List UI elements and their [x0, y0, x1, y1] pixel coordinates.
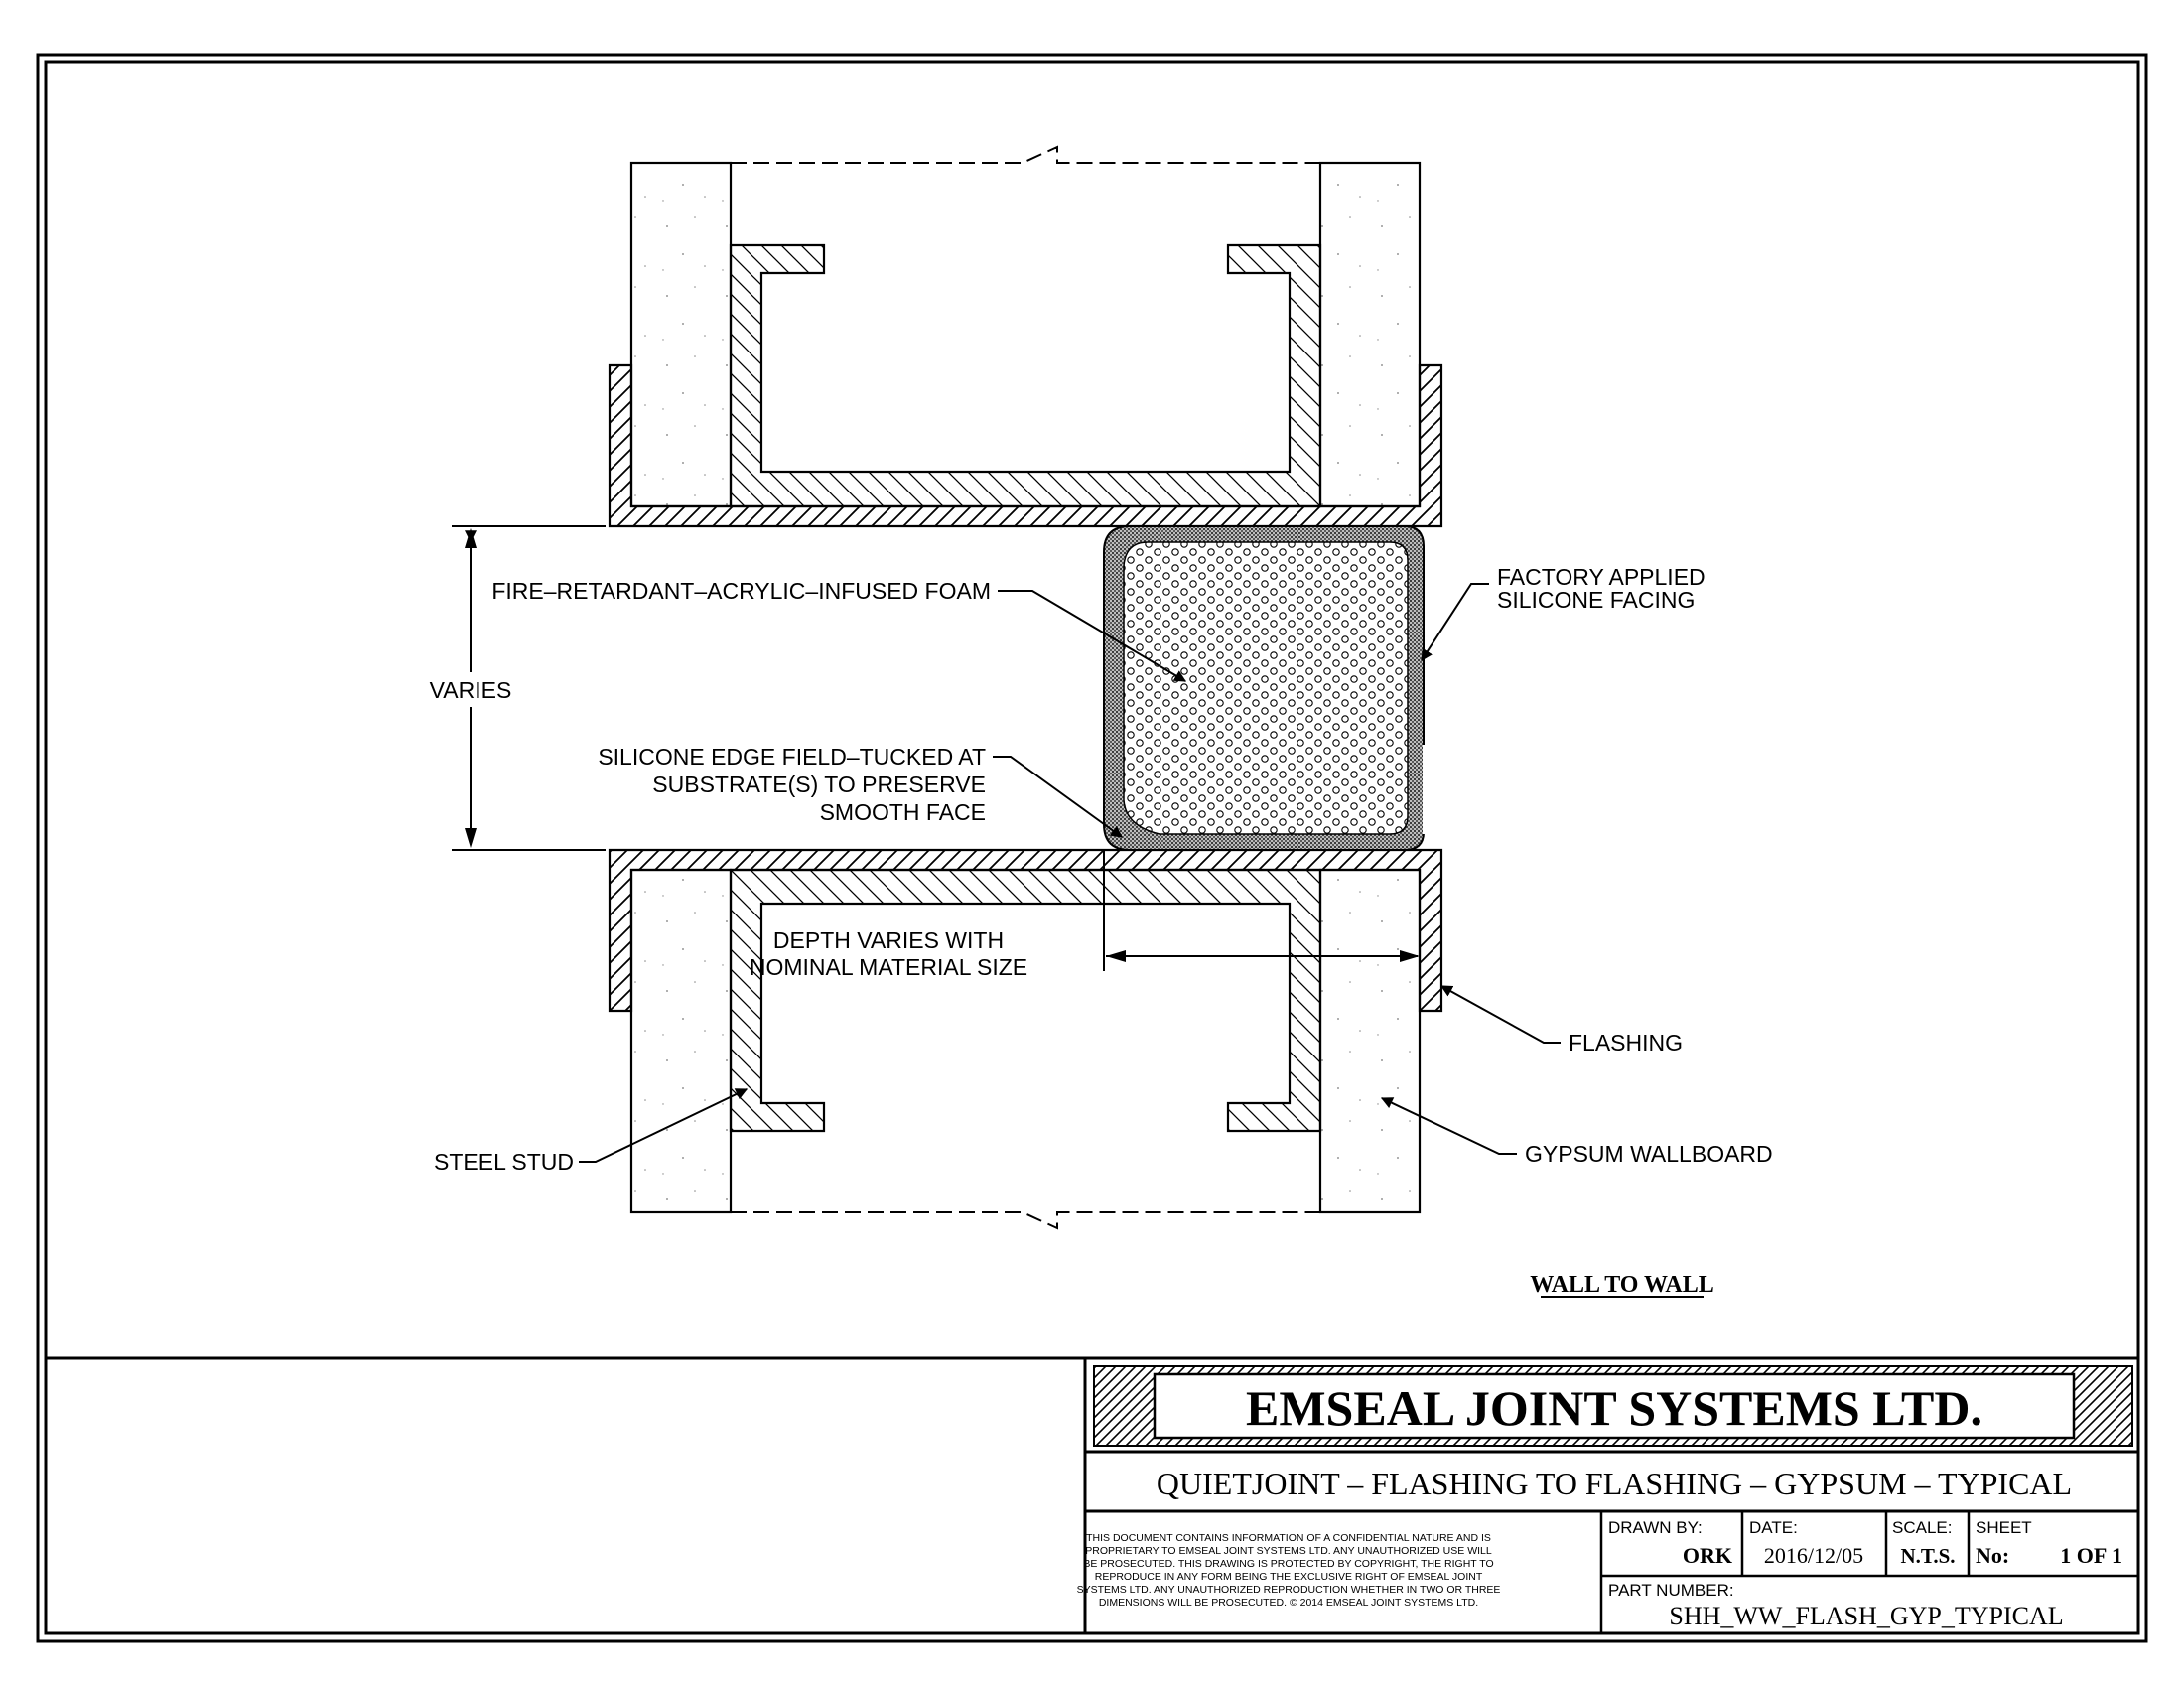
label-silicone-edge: SILICONE EDGE FIELD–TUCKED AT SUBSTRATE(…	[598, 744, 1123, 838]
sheet-label: SHEET	[1976, 1518, 2032, 1537]
lower-steel-stud	[729, 868, 1322, 1133]
facing-label-line2: SILICONE FACING	[1497, 587, 1695, 613]
edge-label-line3: SMOOTH FACE	[820, 799, 986, 825]
svg-text:DIMENSIONS WILL BE PROSECUTED.: DIMENSIONS WILL BE PROSECUTED. © 2014 EM…	[1099, 1597, 1478, 1609]
lower-gypsum-right	[1318, 868, 1422, 1214]
lower-gypsum-left	[629, 868, 733, 1214]
label-foam: FIRE–RETARDANT–ACRYLIC–INFUSED FOAM	[491, 578, 1187, 682]
steel-stud-label: STEEL STUD	[434, 1149, 574, 1175]
svg-text:SYSTEMS LTD. ANY UNAUTHORIZED: SYSTEMS LTD. ANY UNAUTHORIZED REPRODUCTI…	[1077, 1584, 1501, 1596]
sheet-no-label: No:	[1976, 1543, 2009, 1568]
svg-text:REPRODUCE IN ANY FORM BEING TH: REPRODUCE IN ANY FORM BEING THE EXCLUSIV…	[1095, 1571, 1483, 1583]
varies-dimension: VARIES	[430, 525, 606, 851]
depth-label-line1: DEPTH VARIES WITH	[773, 927, 1004, 953]
view-title-text: WALL TO WALL	[1530, 1272, 1713, 1298]
company-name: EMSEAL JOINT SYSTEMS LTD.	[1246, 1380, 1982, 1436]
upper-wall-assembly	[608, 145, 1443, 528]
lower-break-line	[731, 1211, 1320, 1230]
upper-flashing	[608, 363, 1443, 528]
svg-text:THIS DOCUMENT CONTAINS INFORMA: THIS DOCUMENT CONTAINS INFORMATION OF A …	[1086, 1532, 1491, 1544]
foam-label: FIRE–RETARDANT–ACRYLIC–INFUSED FOAM	[491, 578, 991, 604]
label-steel-stud: STEEL STUD	[434, 1088, 749, 1175]
drawn-by-value: ORK	[1683, 1543, 1732, 1568]
part-number-value: SHH_WW_FLASH_GYP_TYPICAL	[1669, 1602, 2063, 1630]
quietjoint-foam-sealant	[1103, 525, 1425, 851]
gypsum-label: GYPSUM WALLBOARD	[1525, 1141, 1773, 1167]
part-number-label: PART NUMBER:	[1608, 1581, 1734, 1600]
svg-text:BE PROSECUTED. THIS DRAWING IS: BE PROSECUTED. THIS DRAWING IS PROTECTED…	[1083, 1558, 1493, 1570]
view-title: WALL TO WALL	[1530, 1272, 1714, 1298]
label-flashing: FLASHING	[1439, 985, 1683, 1055]
lower-flashing	[608, 848, 1443, 1013]
confidentiality-notice: THIS DOCUMENT CONTAINS INFORMATION OF A …	[1077, 1532, 1501, 1609]
date-value: 2016/12/05	[1764, 1543, 1863, 1568]
edge-label-line2: SUBSTRATE(S) TO PRESERVE	[652, 772, 986, 797]
depth-label-line2: NOMINAL MATERIAL SIZE	[750, 954, 1027, 980]
facing-label-line1: FACTORY APPLIED	[1497, 564, 1706, 590]
drawing-title: QUIETJOINT – FLASHING TO FLASHING – GYPS…	[1157, 1466, 2072, 1501]
upper-gypsum-right	[1318, 161, 1422, 508]
label-silicone-facing: FACTORY APPLIED SILICONE FACING	[1421, 564, 1706, 662]
edge-label-line1: SILICONE EDGE FIELD–TUCKED AT	[598, 744, 986, 770]
title-block: EMSEAL JOINT SYSTEMS LTD. QUIETJOINT – F…	[1077, 1365, 2138, 1633]
lower-wall-assembly	[608, 848, 1443, 1230]
scale-label: SCALE:	[1892, 1518, 1952, 1537]
date-label: DATE:	[1749, 1518, 1798, 1537]
depth-dimension: DEPTH VARIES WITH NOMINAL MATERIAL SIZE	[750, 850, 1420, 980]
upper-break-line	[731, 145, 1320, 164]
scale-value: N.T.S.	[1900, 1544, 1955, 1568]
flashing-label: FLASHING	[1569, 1030, 1683, 1055]
label-gypsum: GYPSUM WALLBOARD	[1380, 1097, 1773, 1167]
varies-label: VARIES	[430, 677, 512, 703]
drawn-by-label: DRAWN BY:	[1608, 1518, 1703, 1537]
sheet-value: 1 OF 1	[2060, 1543, 2122, 1568]
upper-gypsum-left	[629, 161, 733, 508]
company-banner	[1153, 1372, 2076, 1440]
sheet-border	[36, 53, 2148, 1643]
upper-steel-stud	[729, 243, 1322, 508]
svg-text:PROPRIETARY TO EMSEAL JOINT SY: PROPRIETARY TO EMSEAL JOINT SYSTEMS LTD.…	[1085, 1545, 1492, 1557]
